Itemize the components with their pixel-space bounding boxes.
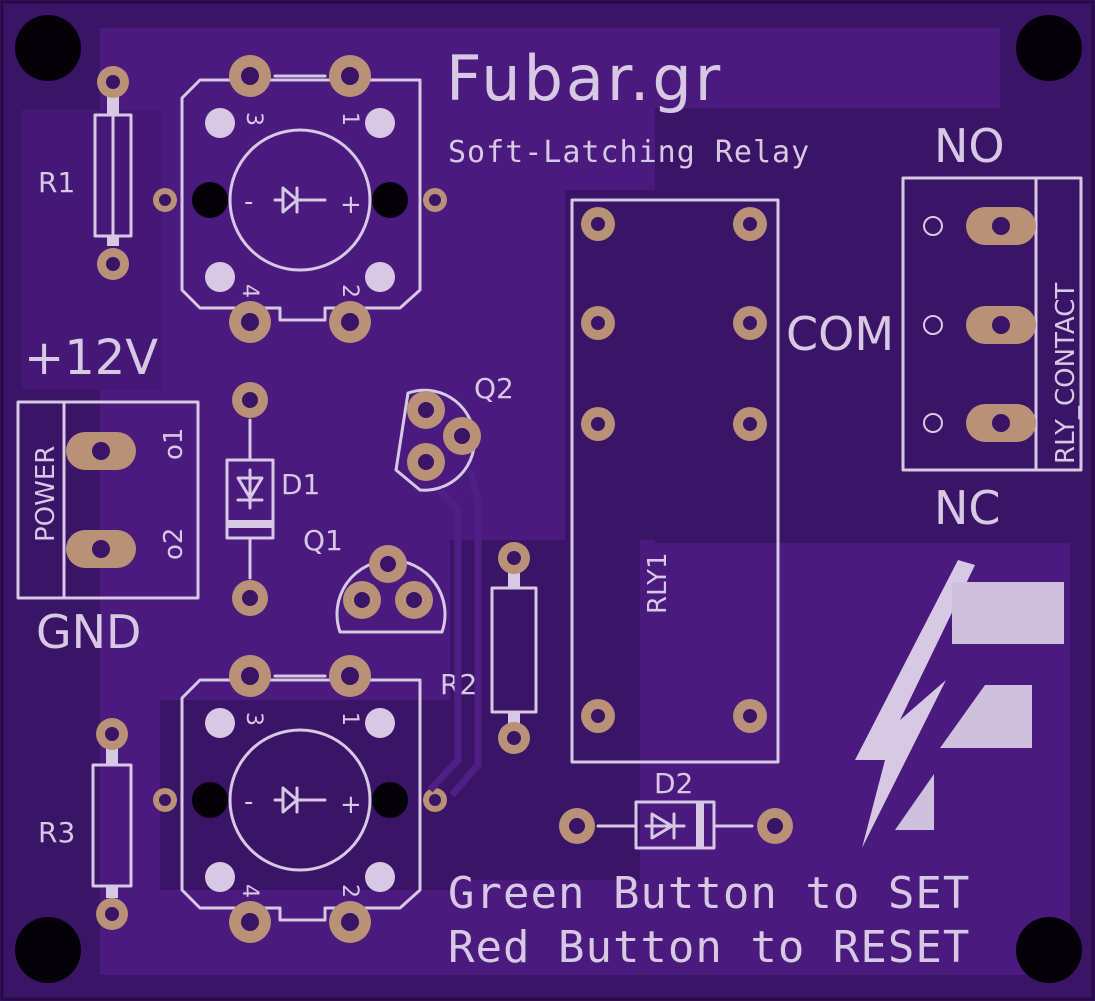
board-subtitle: Soft-Latching Relay: [448, 135, 810, 170]
relay-contact-connector: RLY_CONTACT: [901, 176, 1083, 472]
mounting-hole-bottom-right: [1016, 917, 1082, 983]
rly1-label: RLY1: [643, 552, 673, 614]
switch-top-minus: -: [244, 187, 253, 217]
mounting-hole-top-left: [15, 15, 81, 81]
switch-top-plus: +: [340, 190, 362, 220]
no-label: NO: [934, 119, 1005, 173]
switch-bottom-plus: +: [340, 790, 362, 820]
q1-label: Q1: [303, 524, 343, 557]
plus12v-label: +12V: [24, 330, 158, 386]
switch-bottom-pin3: 3: [241, 712, 266, 726]
nc-label: NC: [934, 481, 1001, 535]
com-label: COM: [786, 307, 894, 361]
transistor-q2: Q2: [394, 372, 514, 492]
diode-d1: D1: [225, 382, 320, 616]
d2-label: D2: [654, 767, 693, 800]
switch-bottom-pin1: 1: [337, 712, 362, 726]
switch-bottom-pin4: 4: [237, 884, 262, 898]
q2-label: Q2: [474, 372, 514, 405]
power-label: POWER: [31, 446, 61, 542]
switch-top-pin2: 2: [337, 284, 362, 298]
copper-pour-left: [22, 110, 162, 390]
switch-top: - + 3 1 4 2: [153, 55, 447, 343]
switch-top-pin1: 1: [337, 112, 362, 126]
fubar-logo: [855, 560, 1064, 848]
r1-label: R1: [38, 166, 75, 199]
rly-contact-label: RLY_CONTACT: [1051, 283, 1081, 464]
power-connector: POWER o1 o2: [16, 400, 200, 600]
d1-label: D1: [281, 468, 320, 501]
diode-d2: D2: [559, 767, 793, 850]
mounting-hole-top-right: [1016, 15, 1082, 81]
r3-label: R3: [38, 816, 75, 849]
switch-top-pin3: 3: [241, 112, 266, 126]
switch-bottom: - + 3 1 4 2: [153, 655, 447, 943]
instruction-reset: Red Button to RESET: [448, 922, 970, 973]
relay-rly1: RLY1: [570, 198, 780, 764]
resistor-r3: R3: [38, 718, 133, 930]
instruction-set: Green Button to SET: [448, 868, 970, 919]
gnd-label: GND: [36, 605, 141, 659]
trace2: [449, 469, 482, 798]
brand-title: Fubar.gr: [446, 42, 723, 115]
resistor-r1: R1: [38, 66, 133, 280]
copper-pour-main: [100, 28, 1070, 975]
power-pin1: o1: [159, 428, 189, 460]
switch-bottom-pin2: 2: [337, 884, 362, 898]
switch-bottom-minus: -: [244, 787, 253, 817]
transistor-q1: Q1: [303, 524, 447, 634]
mounting-hole-bottom-left: [15, 917, 81, 983]
switch-top-pin4: 4: [237, 284, 262, 298]
trace: [427, 487, 462, 793]
power-pin2: o2: [159, 528, 189, 560]
